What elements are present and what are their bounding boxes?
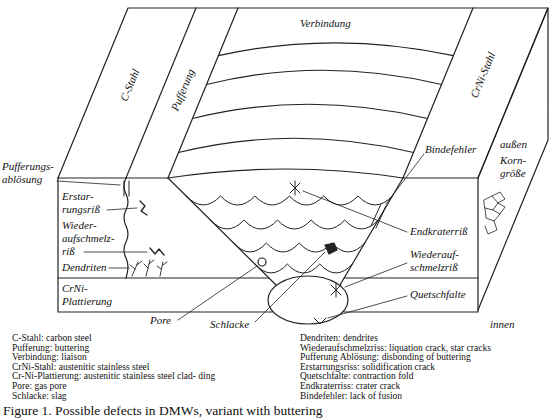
translation-entry: Pufferung: buttering bbox=[12, 344, 89, 354]
side-label: außen bbox=[500, 138, 527, 151]
translation-entry: Pore: gas pore bbox=[12, 382, 66, 392]
front-face-outline bbox=[58, 177, 478, 178]
star-crack bbox=[331, 283, 341, 297]
material-label: Pufferung bbox=[169, 67, 198, 113]
defect-label: Pufferungs- ablösung bbox=[2, 160, 57, 186]
material-label: CrNi-Stahl bbox=[468, 50, 498, 100]
leader-line bbox=[107, 208, 137, 210]
translation-entry: Dendriten: dendrites bbox=[300, 334, 378, 344]
translation-entry: Schlacke: slag bbox=[12, 392, 67, 402]
weld-bead bbox=[255, 264, 353, 273]
leader-line bbox=[109, 268, 129, 269]
weld-bead bbox=[210, 220, 378, 229]
translation-entry: Bindefehler: lack of fusion bbox=[300, 392, 402, 402]
translation-entry: C-Stahl: carbon steel bbox=[12, 334, 92, 344]
translation-entry: Erstarrungsriss: solidification crack bbox=[300, 363, 435, 373]
defect-label: Endkraterriß bbox=[410, 225, 467, 238]
translation-entry: Cr-Ni-Plattierung: austenitic stainless … bbox=[12, 372, 215, 382]
weld-ripple bbox=[207, 70, 442, 84]
defect-label: Dendriten bbox=[62, 261, 107, 274]
gas-pore bbox=[258, 258, 266, 266]
weld-bead bbox=[234, 243, 365, 252]
root-bead bbox=[268, 276, 348, 324]
weld-ripple bbox=[218, 43, 453, 56]
translation-entry: Pufferung Ablösung: disbonding of butter… bbox=[300, 353, 471, 363]
translation-entry: CrNi-Stahl: austenitic stainless steel bbox=[12, 363, 149, 373]
defect-label: Wiederauf- schmelzriß bbox=[410, 248, 474, 274]
defect-label: Wieder- aufschmelz- riß bbox=[62, 219, 122, 258]
defect-label: Pore bbox=[150, 314, 171, 327]
translation-entry: Endkraterriss: crater crack bbox=[300, 382, 400, 392]
leader-line bbox=[303, 191, 407, 232]
side-label: Korn- größe bbox=[500, 154, 536, 180]
crater-crack bbox=[290, 181, 300, 195]
leader-line bbox=[386, 154, 424, 204]
translation-entry: Wiederaufschmelzriss: liquation crack, s… bbox=[300, 344, 491, 354]
grain-structure bbox=[484, 192, 505, 234]
leader-line bbox=[84, 252, 147, 253]
leader-line bbox=[178, 266, 257, 320]
side-label: innen bbox=[490, 318, 514, 331]
leader-line bbox=[328, 296, 407, 318]
defect-label: Schlacke bbox=[210, 318, 249, 331]
defect-label: Erstar- rungsriß bbox=[62, 190, 107, 216]
material-label: C-Stahl bbox=[118, 67, 143, 103]
defect-label: Bindefehler bbox=[425, 143, 476, 156]
liquation-crack bbox=[150, 248, 164, 255]
leader-line bbox=[255, 252, 325, 322]
leader-line bbox=[345, 263, 407, 287]
weld-bead bbox=[186, 196, 392, 205]
top-face-outline bbox=[58, 8, 548, 178]
lack-of-fusion bbox=[371, 204, 386, 228]
figure-caption: Figure 1. Possible defects in DMWs, vari… bbox=[3, 403, 322, 418]
translation-entry: Verbindung: liaison bbox=[12, 353, 87, 363]
material-label: Verbindung bbox=[300, 17, 351, 30]
front-face-outline bbox=[58, 178, 272, 312]
translation-entry: Quetschfalte: contraction fold bbox=[300, 372, 413, 382]
weld-ripple bbox=[179, 138, 414, 152]
weld-beads bbox=[186, 196, 392, 273]
leader-line bbox=[57, 181, 120, 185]
defect-label: Quetschfalte bbox=[410, 288, 466, 301]
weld-groove bbox=[168, 178, 403, 285]
solidification-crack bbox=[140, 201, 147, 215]
weld-crown bbox=[168, 169, 403, 178]
slag-inclusion bbox=[325, 243, 337, 254]
buttering-disbond bbox=[124, 181, 129, 196]
weld-ripple bbox=[193, 104, 428, 118]
material-label: CrNi- Plattierung bbox=[62, 282, 122, 308]
dendrites bbox=[130, 260, 167, 276]
buttering-boundary bbox=[124, 178, 128, 278]
contraction-fold bbox=[314, 318, 326, 324]
